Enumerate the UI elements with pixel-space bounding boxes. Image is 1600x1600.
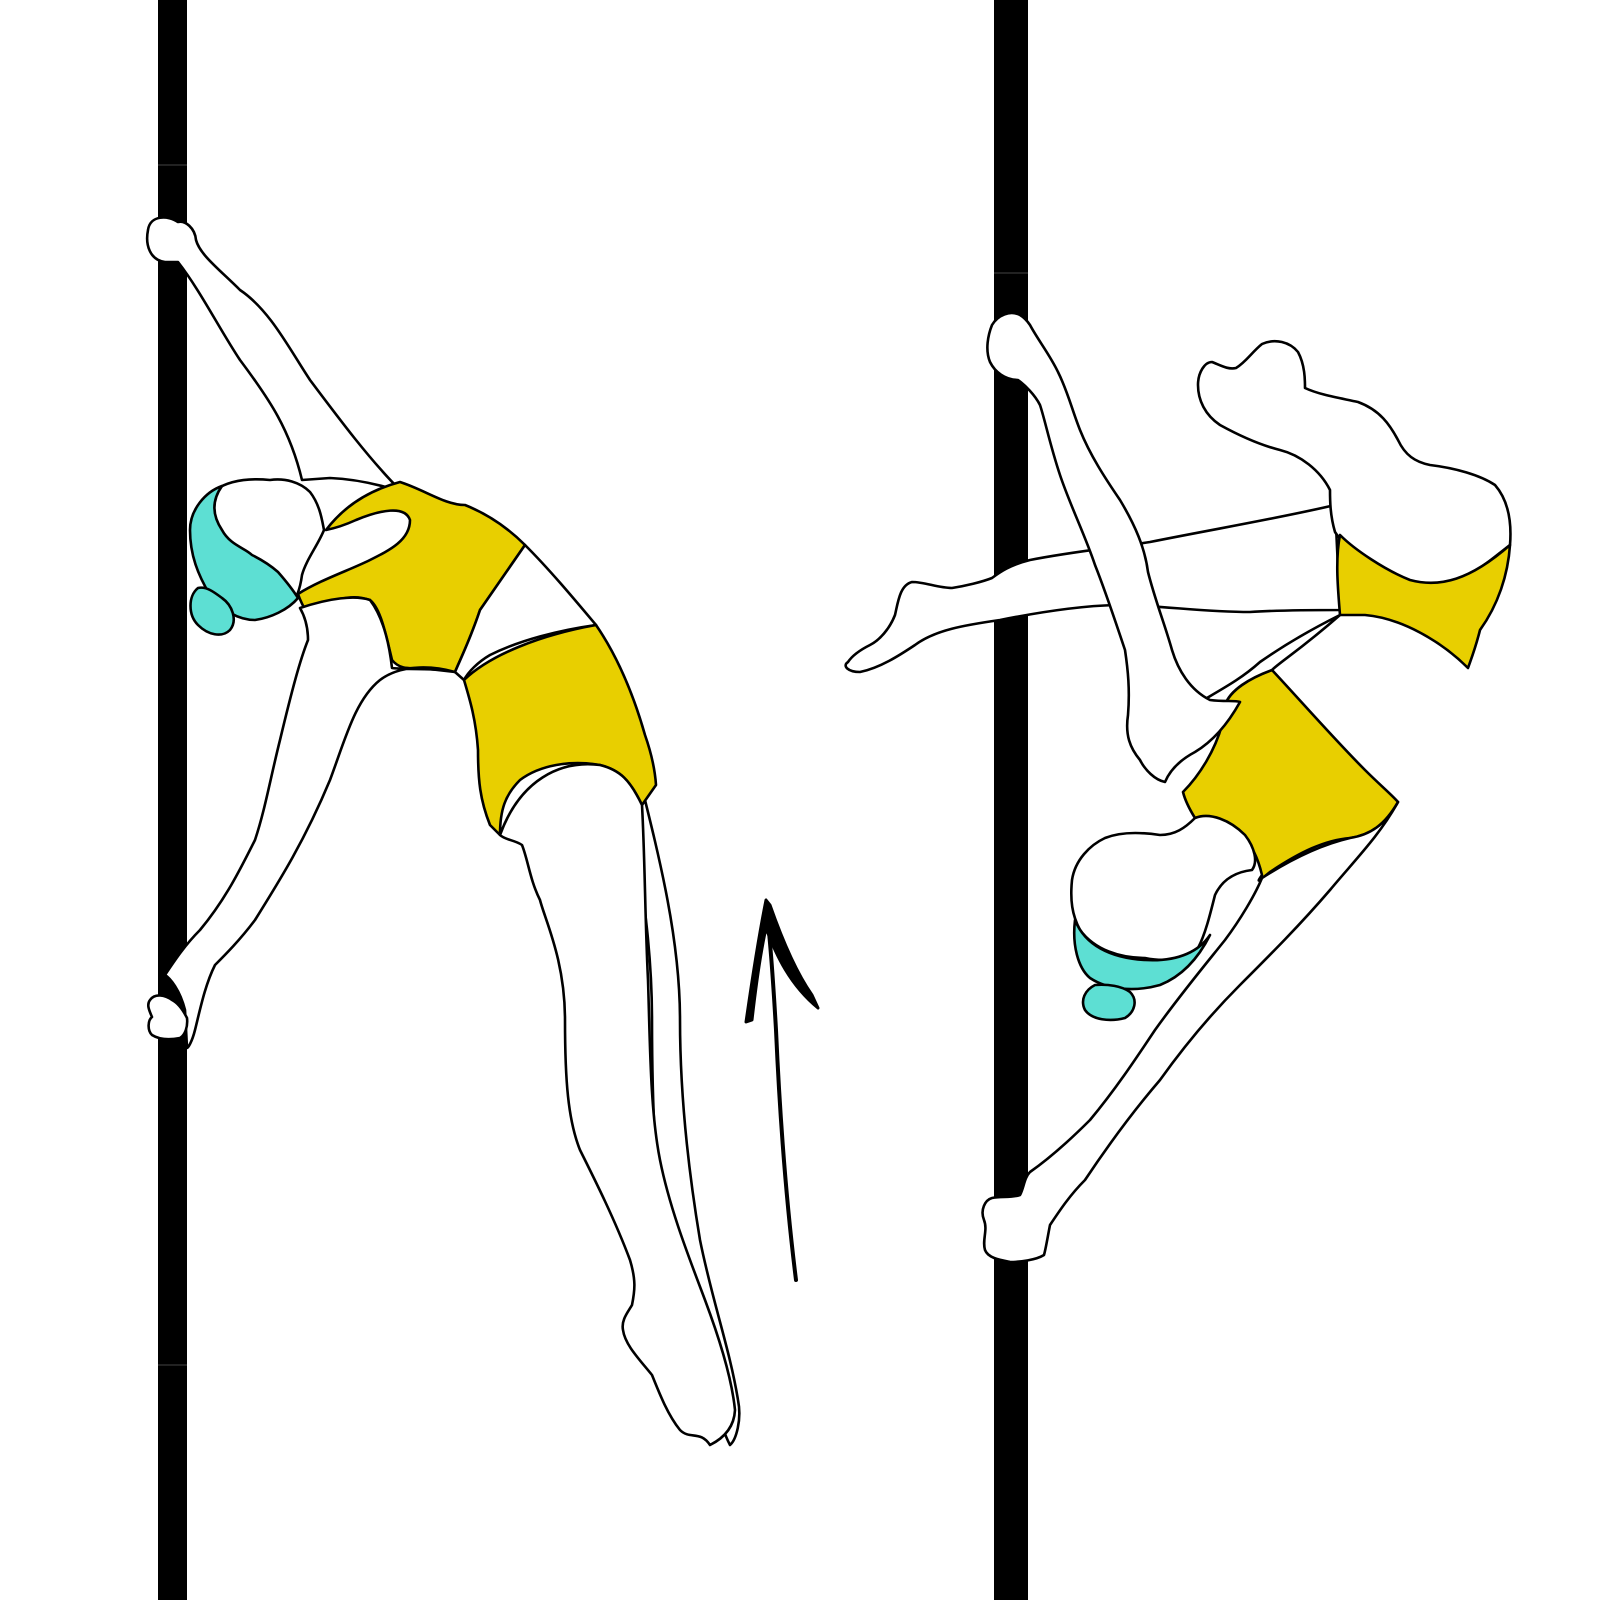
dancer-right-figure [844,311,1512,1264]
right-figure-hair-bun [1081,983,1136,1022]
arrow-head [744,898,820,1024]
right-pole [994,0,1028,1600]
upward-arrow [744,898,820,1282]
right-figure-shorts-upper [1335,533,1512,670]
right-figure-upper-arm [986,311,1242,784]
left-figure-lower-hand [147,994,189,1041]
left-figure-midriff [453,543,598,682]
left-figure-hair-bun [189,586,235,636]
right-figure-face [1069,814,1257,962]
right-figure-lower-leg [981,800,1400,1264]
left-figure-lower-arm [163,596,457,1050]
left-figure-back-leg [630,778,741,1447]
dancer-left-figure [145,216,741,1447]
left-figure-upper-arm [145,216,407,495]
left-figure-front-leg [498,762,737,1447]
left-figure-hair [188,484,300,622]
right-figure-hair [1073,918,1212,991]
